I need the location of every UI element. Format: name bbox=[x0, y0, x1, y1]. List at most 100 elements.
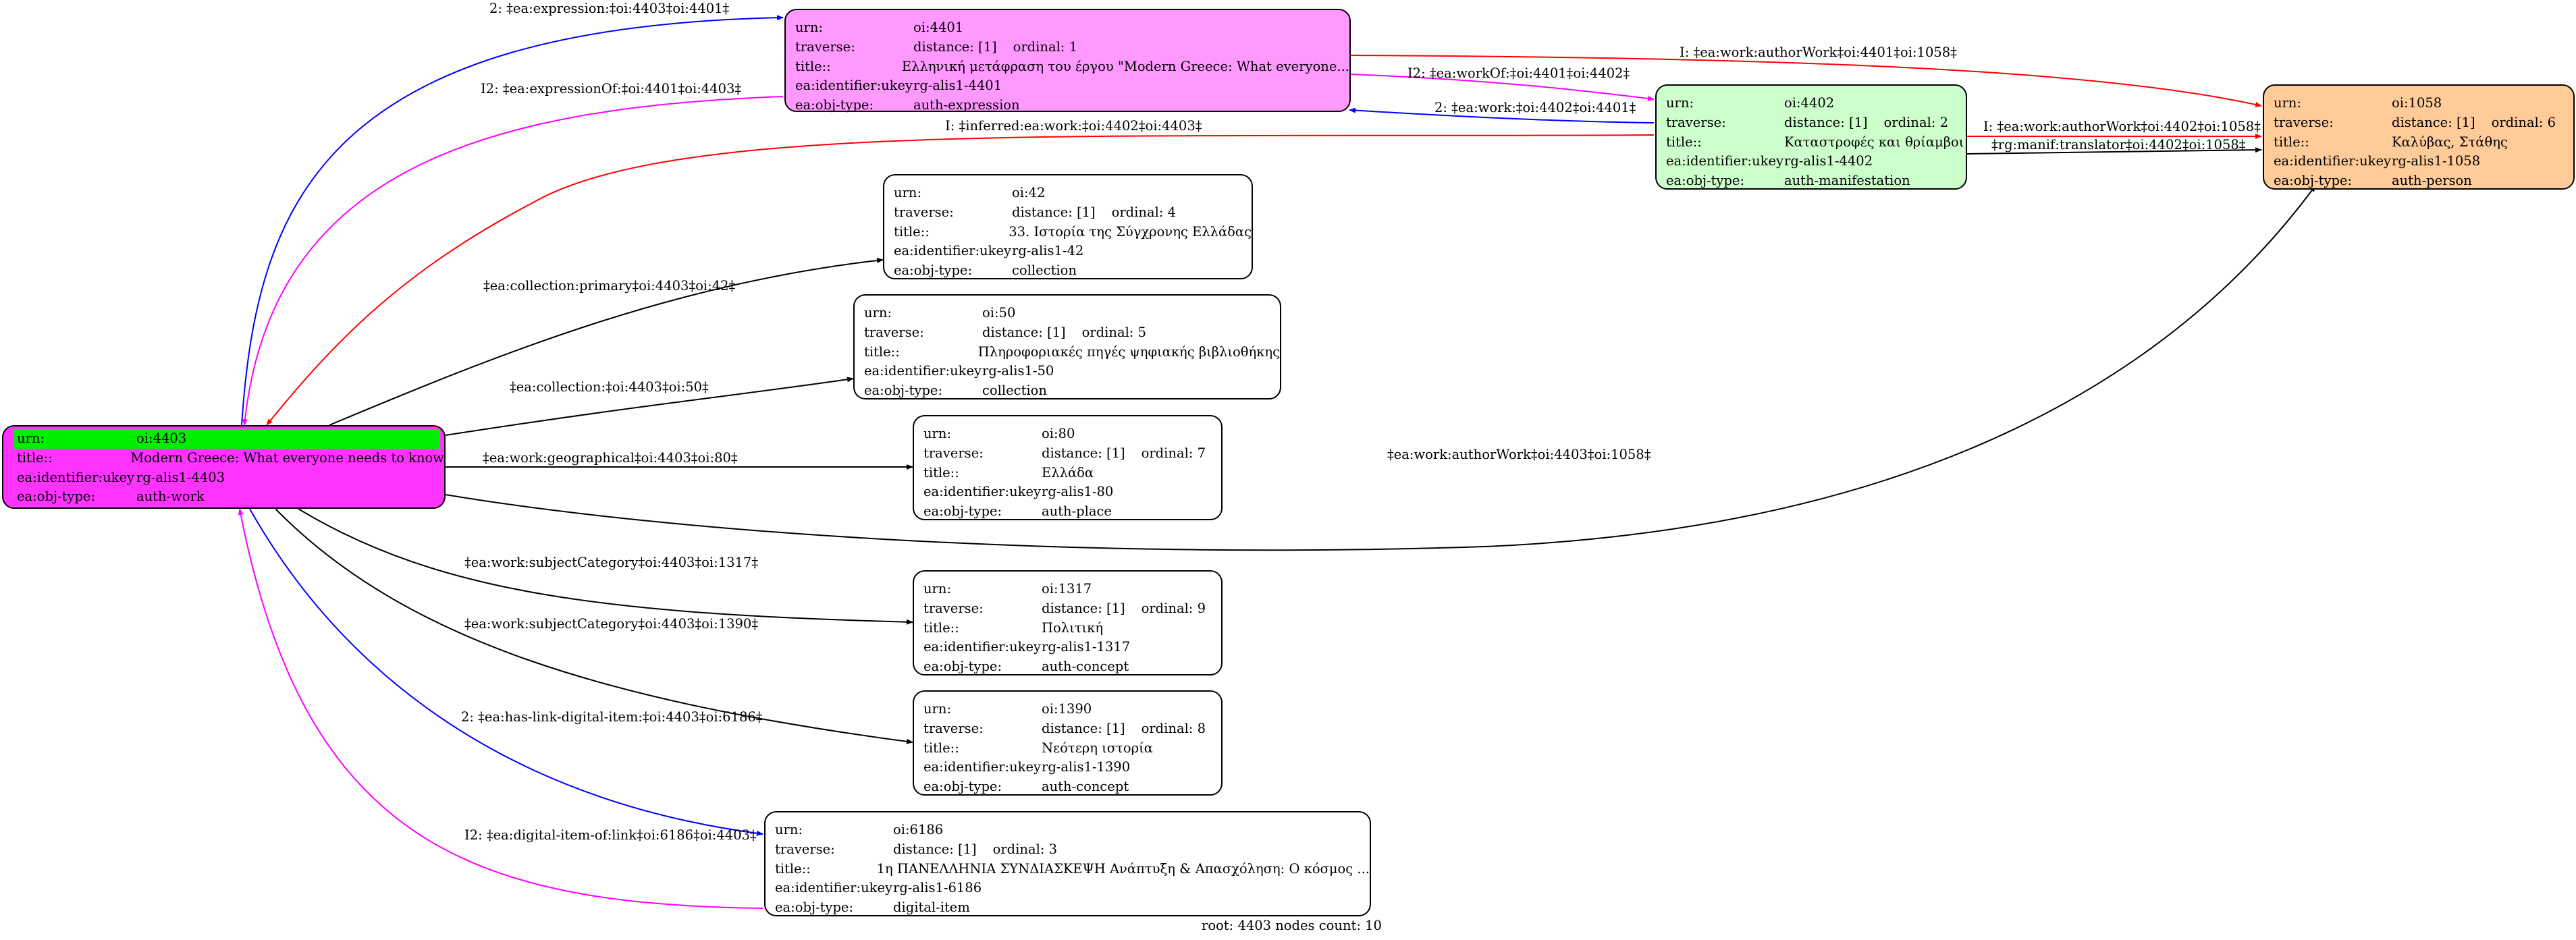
label-ukey: ea:identifier:ukey bbox=[923, 484, 1041, 500]
edge-collection-42 bbox=[329, 258, 884, 426]
edge-label-authorWork-4401: I: ‡ea:work:authorWork‡oi:4401‡oi:1058‡ bbox=[1680, 45, 1957, 60]
value-title: Modern Greece: What everyone needs to kn… bbox=[130, 449, 444, 466]
label-objtype: ea:obj-type: bbox=[1666, 173, 1745, 189]
label-title: title:: bbox=[923, 619, 959, 636]
value-ukey: rg-alis1-1317 bbox=[1042, 639, 1131, 655]
label-traverse: traverse: bbox=[2274, 114, 2334, 130]
value-title: Νεότερη ιστορία bbox=[1042, 740, 1153, 756]
graph-footer: root: 4403 nodes count: 10 bbox=[1202, 918, 1382, 933]
value-urn: oi:1317 bbox=[1042, 581, 1092, 597]
value-objtype: collection bbox=[982, 383, 1047, 399]
label-title: title:: bbox=[17, 449, 53, 466]
value-distance: distance: [1] bbox=[1042, 720, 1125, 736]
label-urn: urn: bbox=[13, 429, 136, 449]
node-oi-80[interactable]: urn:oi:80 traverse:distance: [1]ordinal:… bbox=[913, 415, 1223, 520]
label-urn: urn: bbox=[775, 822, 803, 837]
value-objtype: digital-item bbox=[893, 900, 970, 916]
value-urn: oi:50 bbox=[982, 305, 1016, 321]
label-traverse: traverse: bbox=[1666, 114, 1726, 130]
value-objtype: auth-concept bbox=[1042, 659, 1129, 675]
label-title: title:: bbox=[864, 343, 900, 360]
edge-label-digital-item-of: I2: ‡ea:digital-item-of:link‡oi:6186‡oi:… bbox=[464, 827, 757, 843]
value-ordinal: ordinal: 7 bbox=[1141, 445, 1206, 461]
label-ukey: ea:identifier:ukey bbox=[17, 469, 134, 485]
label-ukey: ea:identifier:ukey bbox=[923, 759, 1041, 775]
label-urn: urn: bbox=[1666, 95, 1694, 111]
label-ukey: ea:identifier:ukey bbox=[1666, 153, 1783, 169]
label-objtype: ea:obj-type: bbox=[17, 489, 96, 505]
value-urn: oi:42 bbox=[1012, 185, 1046, 200]
value-ukey: rg-alis1-1058 bbox=[2392, 153, 2481, 169]
label-ukey: ea:identifier:ukey bbox=[795, 78, 913, 94]
label-ukey: ea:identifier:ukey bbox=[894, 243, 1011, 259]
value-ordinal: ordinal: 4 bbox=[1111, 204, 1176, 220]
value-urn: oi:1058 bbox=[2392, 95, 2442, 111]
value-title: Καταστροφές και θρίαμβοι bbox=[1784, 134, 1964, 150]
label-objtype: ea:obj-type: bbox=[2274, 173, 2353, 189]
value-urn: oi:6186 bbox=[893, 822, 944, 837]
node-oi-1058[interactable]: urn:oi:1058 traverse:distance: [1]ordina… bbox=[2263, 84, 2575, 190]
edge-authorWork-4401 bbox=[1349, 55, 2262, 107]
label-ukey: ea:identifier:ukey bbox=[775, 880, 892, 896]
node-oi-1317[interactable]: urn:oi:1317 traverse:distance: [1]ordina… bbox=[913, 570, 1223, 675]
label-urn: urn: bbox=[923, 701, 952, 717]
edge-inferred bbox=[266, 134, 1655, 426]
value-objtype: auth-place bbox=[1042, 503, 1112, 520]
edge-label-has-digital-item: 2: ‡ea:has-link-digital-item:‡oi:4403‡oi… bbox=[461, 709, 763, 725]
label-traverse: traverse: bbox=[775, 841, 835, 857]
value-distance: distance: [1] bbox=[2392, 114, 2475, 130]
label-urn: urn: bbox=[795, 20, 824, 35]
node-oi-4401[interactable]: urn:oi:4401 traverse:distance: [1]ordina… bbox=[784, 9, 1351, 113]
label-traverse: traverse: bbox=[795, 38, 855, 55]
edge-label-workOf: I2: ‡ea:workOf:‡oi:4401‡oi:4402‡ bbox=[1407, 65, 1630, 81]
edge-label-expression: 2: ‡ea:expression:‡oi:4403‡oi:4401‡ bbox=[489, 1, 730, 16]
node-oi-6186[interactable]: urn: oi:6186 traverse: distance: [1] ordina… bbox=[764, 811, 1371, 916]
edge-label-geographical: ‡ea:work:geographical‡oi:4403‡oi:80‡ bbox=[483, 450, 738, 466]
value-objtype: auth-expression bbox=[913, 97, 1020, 113]
node-oi-4403[interactable]: urn:oi:4403 title::Modern Greece: What e… bbox=[2, 425, 446, 509]
label-objtype: ea:obj-type: bbox=[795, 97, 874, 113]
value-ukey: rg-alis1-6186 bbox=[893, 880, 982, 896]
value-urn: oi:80 bbox=[1042, 426, 1075, 441]
label-objtype: ea:obj-type: bbox=[894, 262, 973, 279]
value-urn: oi:4402 bbox=[1784, 95, 1835, 111]
value-title: 1η ΠΑΝΕΛΛΗΝΙΑ ΣΥΝΔΙΑΣΚΕΨΗ Ανάπτυξη & Απα… bbox=[876, 860, 1370, 877]
value-objtype: collection bbox=[1012, 262, 1077, 279]
value-distance: distance: [1] bbox=[1042, 445, 1125, 461]
value-title: Πληροφοριακές πηγές ψηφιακής βιβλιοθήκης bbox=[977, 343, 1280, 360]
value-ordinal: ordinal: 2 bbox=[1883, 114, 1948, 130]
value-distance: distance: [1] bbox=[893, 841, 977, 857]
value-urn: oi:1390 bbox=[1042, 701, 1092, 717]
label-title: title:: bbox=[2274, 134, 2309, 150]
edge-label-work-4402: 2: ‡ea:work:‡oi:4402‡oi:4401‡ bbox=[1434, 100, 1636, 115]
value-urn: oi:4403 bbox=[136, 429, 440, 449]
value-distance: distance: [1] bbox=[913, 38, 997, 55]
label-traverse: traverse: bbox=[923, 445, 984, 461]
label-ukey: ea:identifier:ukey bbox=[923, 639, 1041, 655]
edge-label-collection-42: ‡ea:collection:primary‡oi:4403‡oi:42‡ bbox=[483, 278, 736, 294]
edge-label-translator: ‡rg:manif:translator‡oi:4402‡oi:1058‡ bbox=[1991, 137, 2246, 153]
value-urn: oi:4401 bbox=[913, 20, 964, 35]
node-oi-4402[interactable]: urn:oi:4402 traverse:distance: [1]ordina… bbox=[1655, 84, 1967, 190]
edge-expressionOf bbox=[242, 96, 784, 426]
label-title: title:: bbox=[775, 860, 811, 877]
value-ordinal: ordinal: 3 bbox=[992, 841, 1057, 857]
node-oi-42[interactable]: urn:oi:42 traverse:distance: [1]ordinal:… bbox=[883, 174, 1253, 279]
value-objtype: auth-concept bbox=[1042, 779, 1129, 795]
value-distance: distance: [1] bbox=[982, 324, 1066, 340]
label-traverse: traverse: bbox=[864, 324, 924, 340]
value-title: Ελλάδα bbox=[1042, 464, 1094, 480]
node-oi-50[interactable]: urn:oi:50 traverse:distance: [1]ordinal:… bbox=[853, 294, 1281, 399]
label-objtype: ea:obj-type: bbox=[923, 503, 1002, 520]
label-objtype: ea:obj-type: bbox=[923, 659, 1002, 675]
value-ukey: rg-alis1-1390 bbox=[1042, 759, 1131, 775]
node-oi-1390[interactable]: urn:oi:1390 traverse:distance: [1]ordina… bbox=[913, 690, 1223, 796]
label-traverse: traverse: bbox=[923, 600, 984, 616]
value-ukey: rg-alis1-4402 bbox=[1784, 153, 1873, 169]
label-ukey: ea:identifier:ukey bbox=[864, 363, 982, 379]
value-ordinal: ordinal: 6 bbox=[2491, 114, 2556, 130]
value-distance: distance: [1] bbox=[1042, 600, 1125, 616]
label-title: title:: bbox=[923, 464, 959, 480]
value-ukey: rg-alis1-80 bbox=[1042, 484, 1114, 500]
